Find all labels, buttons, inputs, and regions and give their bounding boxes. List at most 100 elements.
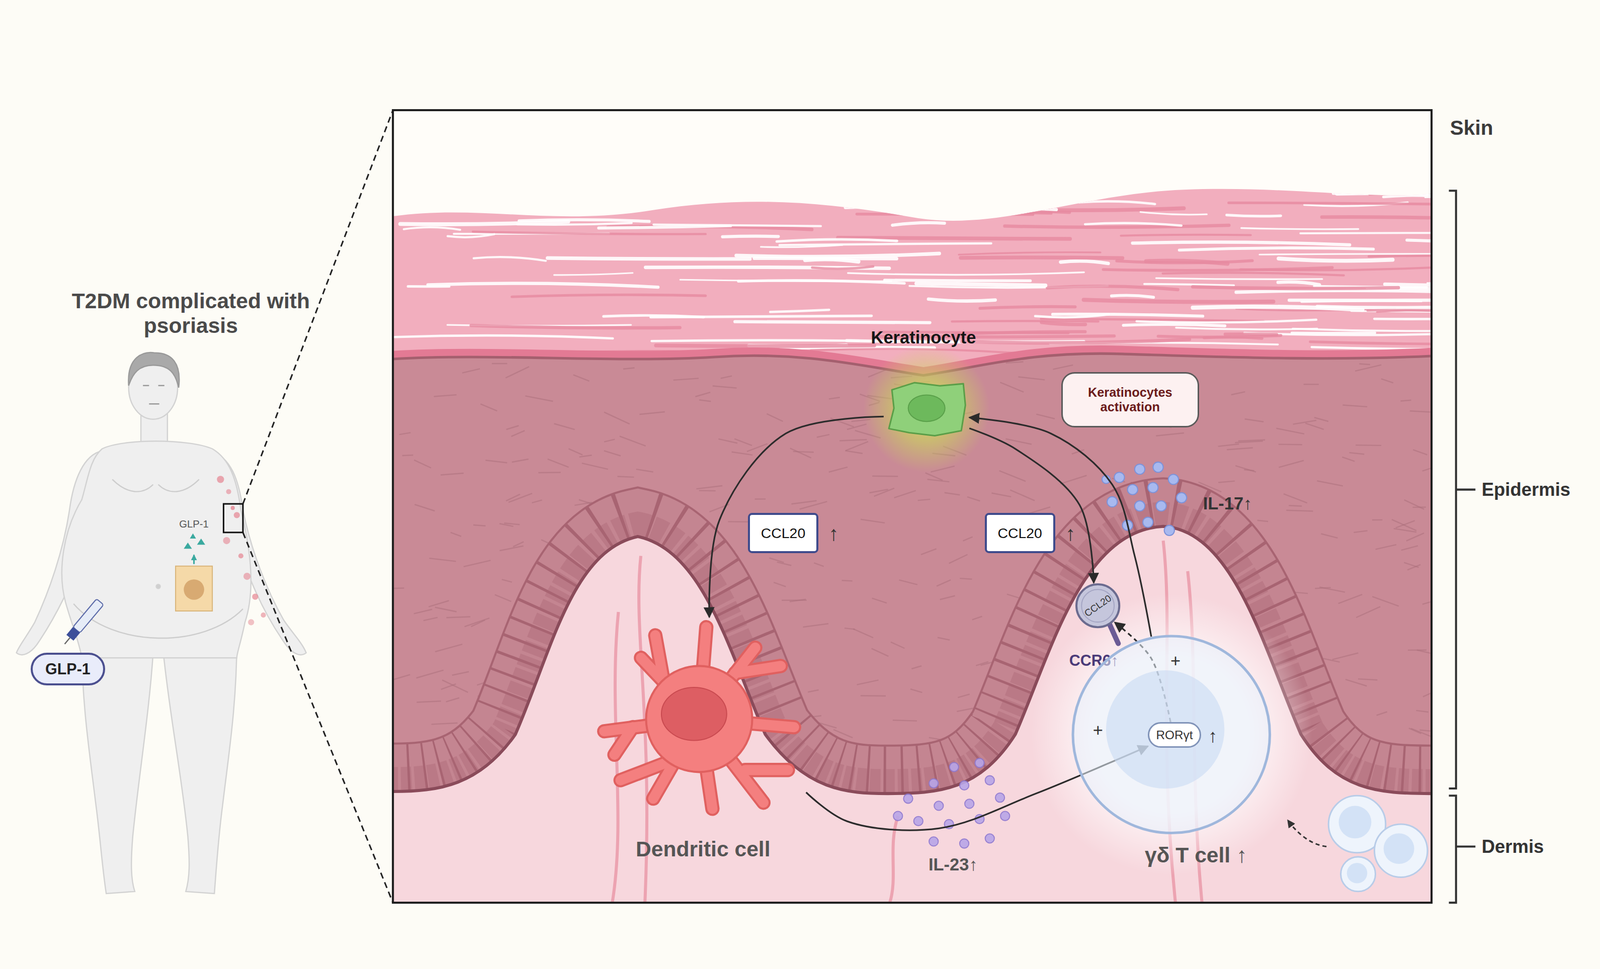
epidermis-stroke [506, 425, 520, 430]
corneum-streak [812, 266, 874, 270]
epidermis-stroke [1056, 630, 1077, 633]
corneum-streak [1123, 324, 1225, 326]
epidermis-stroke [975, 661, 989, 666]
corneum-streak [1388, 188, 1432, 190]
epidermis-stroke [505, 366, 530, 378]
epidermis-stroke [618, 608, 643, 619]
epidermis-stroke [920, 548, 937, 555]
epidermis-stroke [1314, 587, 1331, 589]
epidermis-stroke [1226, 448, 1253, 451]
dendritic-cell-shape [592, 617, 807, 817]
node-label: Keratinocytes activation [1068, 385, 1192, 415]
corneum-streak [1368, 255, 1432, 258]
epidermis-stroke [766, 413, 783, 422]
epidermis-stroke [1403, 562, 1419, 568]
layer-brackets [1449, 190, 1476, 903]
epidermis-stroke [520, 747, 544, 753]
epidermis-stroke [911, 665, 922, 669]
corneum-streak [1035, 314, 1109, 318]
corneum-streak [961, 339, 1190, 344]
epidermis-stroke [657, 627, 675, 630]
epidermis-stroke [471, 620, 486, 627]
epidermis-stroke [917, 499, 931, 501]
corneum-streak [761, 244, 843, 247]
epidermis-stroke [777, 562, 792, 566]
corneum-streak [1301, 301, 1422, 303]
corneum-streak [979, 306, 1075, 309]
epidermis-stroke [1345, 679, 1367, 687]
epidermis-stroke [414, 504, 435, 512]
corneum-streak [960, 257, 1123, 259]
epidermis-stroke [1355, 365, 1382, 372]
epidermis-stroke [1005, 439, 1032, 445]
epidermis-stroke [429, 558, 456, 562]
corneum-streak [928, 299, 996, 302]
keratinocyte-cell-shape [883, 379, 970, 440]
epidermis-stroke [583, 735, 595, 740]
epidermis-stroke [431, 723, 458, 725]
corneum-streak [1289, 298, 1432, 303]
epidermis-stroke [699, 399, 711, 402]
corneum-streak [1060, 261, 1109, 264]
epidermis-stroke [699, 489, 716, 492]
keratinocyte-cell: Keratinocyte [883, 379, 970, 440]
epidermis-stroke [508, 493, 533, 503]
corneum-streak [554, 273, 633, 276]
epidermis-stroke [1231, 391, 1246, 395]
epidermis-stroke [807, 690, 819, 693]
epidermis-stroke [872, 475, 898, 477]
epidermis-stroke [423, 617, 438, 621]
epidermis-stroke [1408, 728, 1421, 734]
ccr6-receptor: CCL20CCR6↑ [1074, 582, 1122, 630]
epidermis-stroke [709, 649, 732, 659]
corneum-streak [1333, 193, 1432, 195]
epidermis-stroke [1381, 378, 1394, 383]
corneum-streak [1155, 278, 1322, 280]
pancreas [175, 533, 213, 612]
epidermis-stroke [874, 488, 895, 497]
epidermis-stroke [623, 617, 645, 623]
epidermis-stroke [581, 463, 609, 470]
corneum-streak [722, 236, 779, 237]
corneum-streak [651, 340, 859, 342]
epidermis-stroke [464, 618, 490, 627]
corneum-streak [680, 279, 892, 282]
cytokine-label: IL-23↑ [928, 855, 978, 876]
epidermis-stroke [802, 623, 829, 628]
epidermis-stroke [841, 580, 853, 581]
corneum-streak [1083, 299, 1274, 302]
il17-particles [1102, 462, 1187, 536]
epidermis-stroke [847, 424, 867, 430]
corneum-streak [599, 187, 736, 190]
corneum-streak [1383, 195, 1433, 200]
epidermis-stroke [556, 682, 573, 684]
epidermis-stroke [606, 707, 631, 710]
epidermis-stroke [579, 455, 593, 457]
epidermis-stroke [1303, 383, 1319, 386]
epidermis-stroke [1406, 533, 1424, 542]
corneum-streak [553, 191, 692, 194]
epidermis-stroke [503, 523, 520, 525]
corneum-streak [1226, 215, 1282, 217]
corneum-streak [512, 294, 706, 297]
epidermis-stroke [1320, 533, 1338, 538]
epidermis-stroke [1243, 469, 1254, 471]
corneum-streak [655, 345, 875, 347]
corneum-streak [916, 283, 1046, 286]
epidermis-stroke [446, 698, 460, 703]
corneum-streak [431, 206, 489, 209]
epidermis-stroke [1155, 433, 1185, 437]
epidermis-stroke [1036, 414, 1055, 419]
stratum-corneum [392, 189, 1432, 903]
epidermis-stroke [1283, 493, 1308, 503]
epidermis-stroke [872, 598, 887, 604]
corneum-streak [447, 234, 495, 238]
epidermis-stroke [1294, 592, 1308, 594]
corneum-streak [776, 239, 897, 242]
corneum-streak [848, 272, 1084, 276]
corneum-streak [598, 225, 731, 229]
epidermis-stroke [619, 436, 646, 447]
epidermis-stroke [1393, 528, 1417, 533]
epidermis-stroke [556, 693, 576, 701]
epidermis-stroke [731, 452, 753, 456]
